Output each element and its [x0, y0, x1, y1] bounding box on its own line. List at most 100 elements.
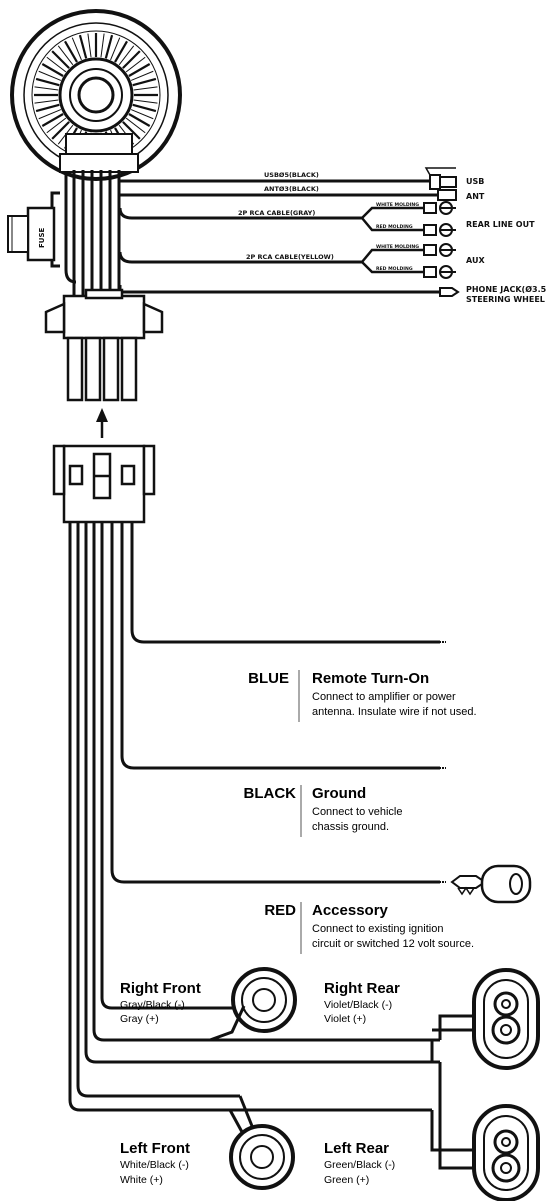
steering-wheel-label: STEERING WHEEL — [466, 295, 545, 304]
knob-rib — [125, 56, 146, 73]
rca-jack-icons — [423, 201, 456, 279]
radio-connector-block — [59, 133, 139, 173]
knob-rib — [133, 86, 158, 91]
knob-rib — [41, 113, 64, 127]
speaker-pos-left-front: White (+) — [120, 1174, 163, 1186]
knob-rib — [130, 70, 154, 81]
phone-jack-label: PHONE JACK(Ø3.5) — [466, 284, 546, 294]
knob-rib — [64, 40, 78, 63]
antenna-plug-icon — [437, 189, 457, 201]
wire-desc-black-2: chassis ground. — [312, 821, 389, 833]
side-cables — [118, 179, 440, 294]
wire-title-black: Ground — [312, 785, 366, 802]
rca-yellow-label: 2P RCA CABLE(YELLOW) — [246, 253, 334, 261]
knob-rib — [118, 45, 135, 66]
lower-harness — [68, 522, 440, 1112]
knob-rib — [128, 63, 151, 77]
ant-cable-label: ANTØ3(BLACK) — [264, 185, 319, 193]
knob-rib — [35, 103, 60, 113]
knob-rib — [38, 70, 62, 81]
connect-arrow-icon — [96, 408, 108, 438]
phone-jack-icon — [439, 287, 460, 297]
speaker-title-right-front: Right Front — [120, 980, 201, 997]
knob-rib — [128, 113, 151, 127]
speaker-neg-right-rear: Violet/Black (-) — [324, 999, 392, 1011]
rear-speaker-leads — [430, 1014, 476, 1170]
red-molding-label-2: RED MOLDING — [376, 266, 413, 272]
knob-rib — [133, 99, 158, 104]
blue-wire-info: BLUE Remote Turn-On Connect to amplifier… — [248, 670, 477, 722]
knob-rib — [130, 109, 154, 120]
white-molding-label-2: WHITE MOLDING — [376, 244, 419, 250]
knob-rib — [38, 109, 62, 120]
knob-rib — [87, 33, 92, 58]
knob-rib — [46, 56, 67, 73]
speaker-neg-right-front: Gray/Black (-) — [120, 999, 185, 1011]
knob-rib — [100, 33, 105, 58]
rca-split-gray — [361, 206, 424, 232]
upper-harness — [50, 170, 121, 296]
rca-split-yellow — [361, 248, 424, 274]
right-front-label: Right Front Gray/Black (-) Gray (+) — [120, 980, 201, 1025]
speaker-title-left-front: Left Front — [120, 1140, 190, 1157]
wire-desc-blue-2: antenna. Insulate wire if not used. — [312, 706, 477, 718]
usb-cable-label: USBØ5(BLACK) — [264, 171, 319, 179]
speaker-pos-right-front: Gray (+) — [120, 1013, 159, 1025]
knob-rib — [114, 40, 128, 63]
rear-line-out-label: REAR LINE OUT — [466, 220, 535, 229]
wire-title-red: Accessory — [312, 902, 389, 919]
knob-rib — [46, 117, 67, 134]
knob-rib — [132, 103, 157, 113]
knob-rib — [122, 121, 141, 140]
speaker-title-right-rear: Right Rear — [324, 980, 400, 997]
knob-rib — [122, 50, 141, 69]
ant-label: ANT — [466, 192, 485, 201]
wire-desc-blue-1: Connect to amplifier or power — [312, 691, 456, 703]
red-wire-info: RED Accessory Connect to existing igniti… — [264, 902, 474, 954]
left-front-label: Left Front White/Black (-) White (+) — [120, 1140, 190, 1186]
left-front-speaker-icon — [228, 1095, 295, 1190]
ignition-key-icon — [450, 864, 532, 904]
left-rear-label: Left Rear Green/Black (-) Green (+) — [324, 1140, 395, 1186]
right-front-speaker-icon — [209, 967, 297, 1042]
wire-desc-red-2: circuit or switched 12 volt source. — [312, 938, 474, 950]
knob-ribs — [34, 33, 158, 157]
speaker-title-left-rear: Left Rear — [324, 1140, 389, 1157]
rca-gray-label: 2P RCA CABLE(GRAY) — [238, 209, 315, 217]
usb-label: USB — [466, 177, 484, 186]
fuse-label: FUSE — [38, 227, 46, 248]
wire-desc-black-1: Connect to vehicle — [312, 806, 403, 818]
knob-rib — [110, 37, 121, 61]
usb-plug-icon — [424, 167, 457, 190]
knob-rib — [35, 77, 60, 87]
knob-rib — [34, 86, 59, 91]
knob-rib — [57, 45, 74, 66]
right-rear-speaker-icon — [472, 968, 540, 1070]
main-plug-upper — [44, 288, 164, 402]
speaker-pos-right-rear: Violet (+) — [324, 1013, 366, 1025]
main-plug-lower — [52, 444, 156, 524]
knob-rib — [132, 77, 157, 87]
knob-rib — [71, 37, 82, 61]
wire-desc-red-1: Connect to existing ignition — [312, 923, 443, 935]
knob-rib — [34, 99, 59, 104]
fuse-holder: FUSE — [7, 206, 56, 262]
white-molding-label-1: WHITE MOLDING — [376, 202, 419, 208]
speaker-neg-left-rear: Green/Black (-) — [324, 1159, 395, 1171]
knob-rib — [41, 63, 64, 77]
right-rear-label: Right Rear Violet/Black (-) Violet (+) — [324, 980, 400, 1025]
wire-title-blue: Remote Turn-On — [312, 670, 429, 687]
wire-color-blue: BLUE — [248, 670, 289, 687]
aux-label: AUX — [466, 256, 485, 265]
knob-rib — [125, 117, 146, 134]
wire-end-caps — [436, 641, 446, 883]
knob-rib — [51, 121, 70, 140]
speaker-pos-left-rear: Green (+) — [324, 1174, 369, 1186]
head-unit — [10, 9, 182, 181]
red-molding-label-1: RED MOLDING — [376, 224, 413, 230]
knob-rib — [104, 34, 114, 59]
wire-color-red: RED — [264, 902, 296, 919]
knob-rib — [51, 50, 70, 69]
wire-color-black: BLACK — [244, 785, 297, 802]
